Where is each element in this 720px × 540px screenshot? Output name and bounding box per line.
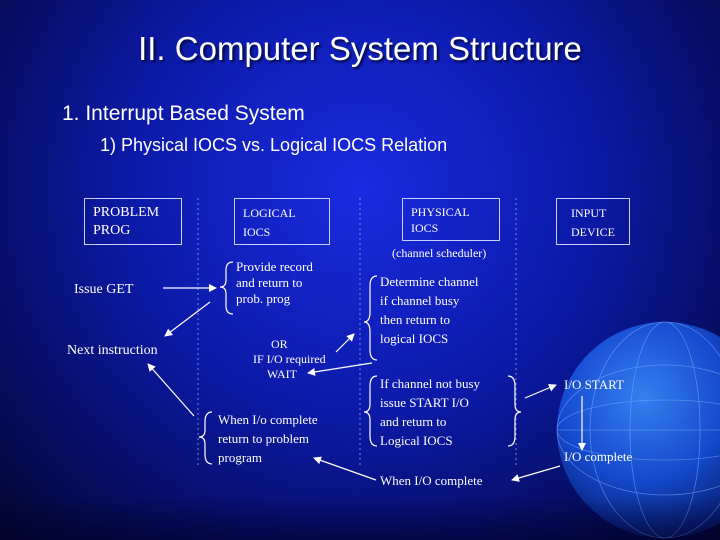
channel-not-busy-line2: issue START I/O: [380, 395, 469, 410]
if-io-required-label: IF I/O required: [253, 352, 326, 366]
brace-provide-record: [219, 261, 234, 315]
problem-prog-line2: PROG: [93, 223, 131, 238]
arrow-physical-to-io-start: [524, 384, 557, 399]
arrow-device-to-physical: [511, 465, 561, 482]
heading-level-1: 1. Interrupt Based System: [62, 102, 305, 125]
determine-channel-text: Determine channel if channel busy then r…: [380, 272, 479, 348]
arrow-logical-to-next-instruction: [164, 301, 211, 337]
io-complete-device-label: I/O complete: [564, 449, 633, 464]
brace-determine-channel: [363, 275, 378, 361]
provide-record-line1: Provide record: [236, 259, 313, 274]
channel-scheduler-label: (channel scheduler): [392, 246, 487, 260]
brace-io-complete: [198, 411, 213, 465]
bottom-shade: [0, 496, 720, 540]
physical-iocs-line2: IOCS: [411, 221, 439, 235]
arrow-io-complete-to-next-instruction: [147, 363, 195, 417]
channel-not-busy-line1: If channel not busy: [380, 376, 481, 391]
input-device-line2: DEVICE: [571, 225, 615, 239]
arrow-physical-to-problem-prog: [313, 456, 377, 481]
provide-record-text: Provide record and return to prob. prog: [236, 259, 313, 307]
wait-label: WAIT: [267, 367, 297, 381]
determine-channel-line2: if channel busy: [380, 293, 460, 308]
determine-channel-line4: logical IOCS: [380, 331, 449, 346]
provide-record-line2: and return to: [236, 275, 303, 290]
logical-iocs-box: LOGICAL IOCS: [234, 198, 330, 245]
channel-not-busy-line4: Logical IOCS: [380, 433, 453, 448]
io-complete-return-line1: When I/o complete: [218, 412, 318, 427]
physical-iocs-line1: PHYSICAL: [411, 205, 470, 219]
io-start-label: I/O START: [564, 377, 624, 392]
determine-channel-line3: then return to: [380, 312, 451, 327]
brace-channel-not-busy: [363, 375, 378, 447]
problem-prog-line1: PROBLEM: [93, 205, 160, 220]
channel-not-busy-line3: and return to: [380, 414, 447, 429]
io-complete-return-line2: return to problem: [218, 431, 309, 446]
physical-iocs-box: PHYSICAL IOCS: [402, 198, 500, 241]
provide-record-line3: prob. prog: [236, 291, 291, 306]
heading-level-2: 1) Physical IOCS vs. Logical IOCS Relati…: [100, 135, 448, 155]
issue-get-label: Issue GET: [74, 282, 134, 297]
determine-channel-line1: Determine channel: [380, 274, 479, 289]
brace-channel-not-busy-right: [507, 375, 522, 447]
channel-not-busy-text: If channel not busy issue START I/O and …: [380, 374, 480, 450]
io-complete-return-line3: program: [218, 450, 263, 465]
arrow-wait-to-physical: [335, 333, 355, 353]
arrow-physical-to-wait: [307, 362, 373, 376]
io-complete-return-text: When I/o complete return to problem prog…: [218, 410, 318, 467]
input-device-line1: INPUT: [571, 206, 607, 220]
problem-prog-box: PROBLEM PROG: [84, 198, 182, 245]
logical-iocs-line2: IOCS: [243, 225, 271, 239]
or-label: OR: [271, 337, 288, 351]
slide-title: II. Computer System Structure: [138, 30, 582, 67]
input-device-box: INPUT DEVICE: [556, 198, 630, 245]
logical-iocs-line1: LOGICAL: [243, 206, 296, 220]
when-io-complete-label: When I/O complete: [380, 473, 483, 488]
next-instruction-label: Next instruction: [67, 343, 158, 358]
